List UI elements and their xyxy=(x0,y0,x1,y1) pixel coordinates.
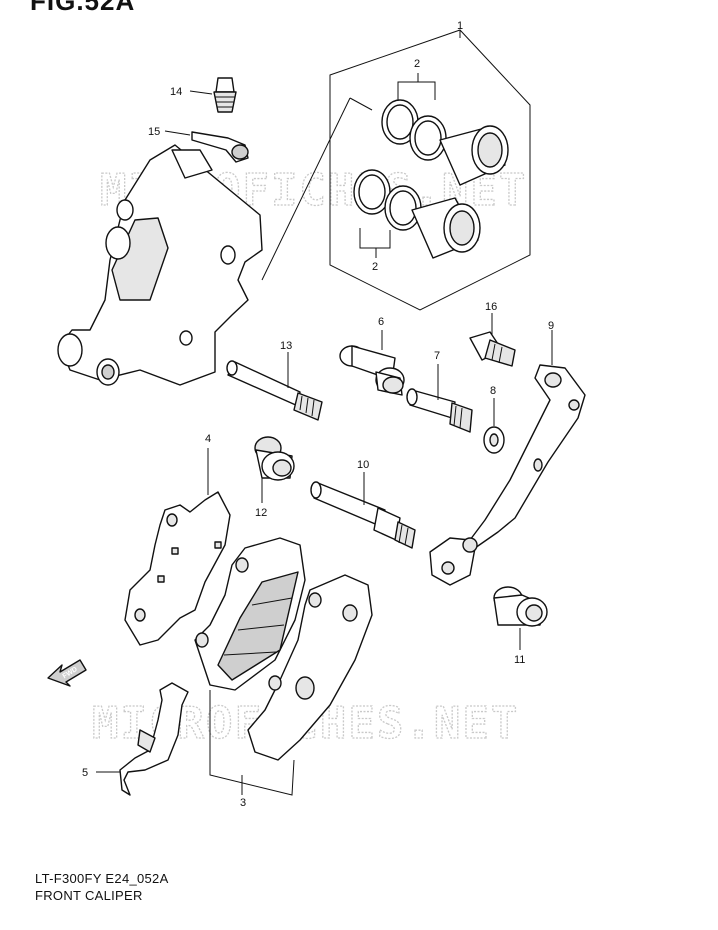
callout-14: 14 xyxy=(170,86,182,98)
fwd-arrow-icon: FWD xyxy=(47,659,87,687)
spacer-11 xyxy=(493,586,548,650)
caliper-pad-window xyxy=(111,217,169,301)
callout-7: 7 xyxy=(434,350,440,362)
callout-3: 3 xyxy=(240,797,246,809)
figure-name: FRONT CALIPER xyxy=(35,888,143,903)
callout-11: 11 xyxy=(514,654,525,666)
caliper-bracket-9 xyxy=(429,330,586,586)
callout-6: 6 xyxy=(378,316,384,328)
callout-1: 1 xyxy=(457,20,463,32)
bolt-16 xyxy=(469,313,516,367)
slide-pin-13 xyxy=(226,352,323,421)
pad-shim-4 xyxy=(124,448,231,646)
brake-pad-outer xyxy=(247,574,373,761)
bleeder-cap xyxy=(164,130,249,163)
brake-pad-set-3 xyxy=(194,537,373,796)
callout-4: 4 xyxy=(205,433,211,445)
pad-spring-5 xyxy=(96,682,189,796)
callout-5: 5 xyxy=(82,767,88,779)
callout-13: 13 xyxy=(280,340,292,352)
callout-15: 15 xyxy=(148,126,160,138)
figure-title: FIG.52A xyxy=(30,0,136,16)
figure-model-code: LT-F300FY E24_052A xyxy=(35,871,169,886)
piston-kit-group xyxy=(329,29,531,311)
callout-8: 8 xyxy=(490,385,496,397)
callout-9: 9 xyxy=(548,320,554,332)
boot-12 xyxy=(254,436,295,503)
caliper-bleeder-port xyxy=(220,245,236,265)
bleeder-screw xyxy=(189,77,237,113)
callout-12: 12 xyxy=(255,507,267,519)
callout-2-lower: 2 xyxy=(372,261,378,273)
slide-pin-10 xyxy=(310,472,416,549)
callout-10: 10 xyxy=(357,459,369,471)
bolt-7 xyxy=(406,364,473,433)
caliper-body xyxy=(57,97,373,386)
bushing-6 xyxy=(339,330,405,396)
callout-16: 16 xyxy=(485,301,497,313)
callout-2-upper: 2 xyxy=(414,58,420,70)
washer-8 xyxy=(483,398,505,454)
